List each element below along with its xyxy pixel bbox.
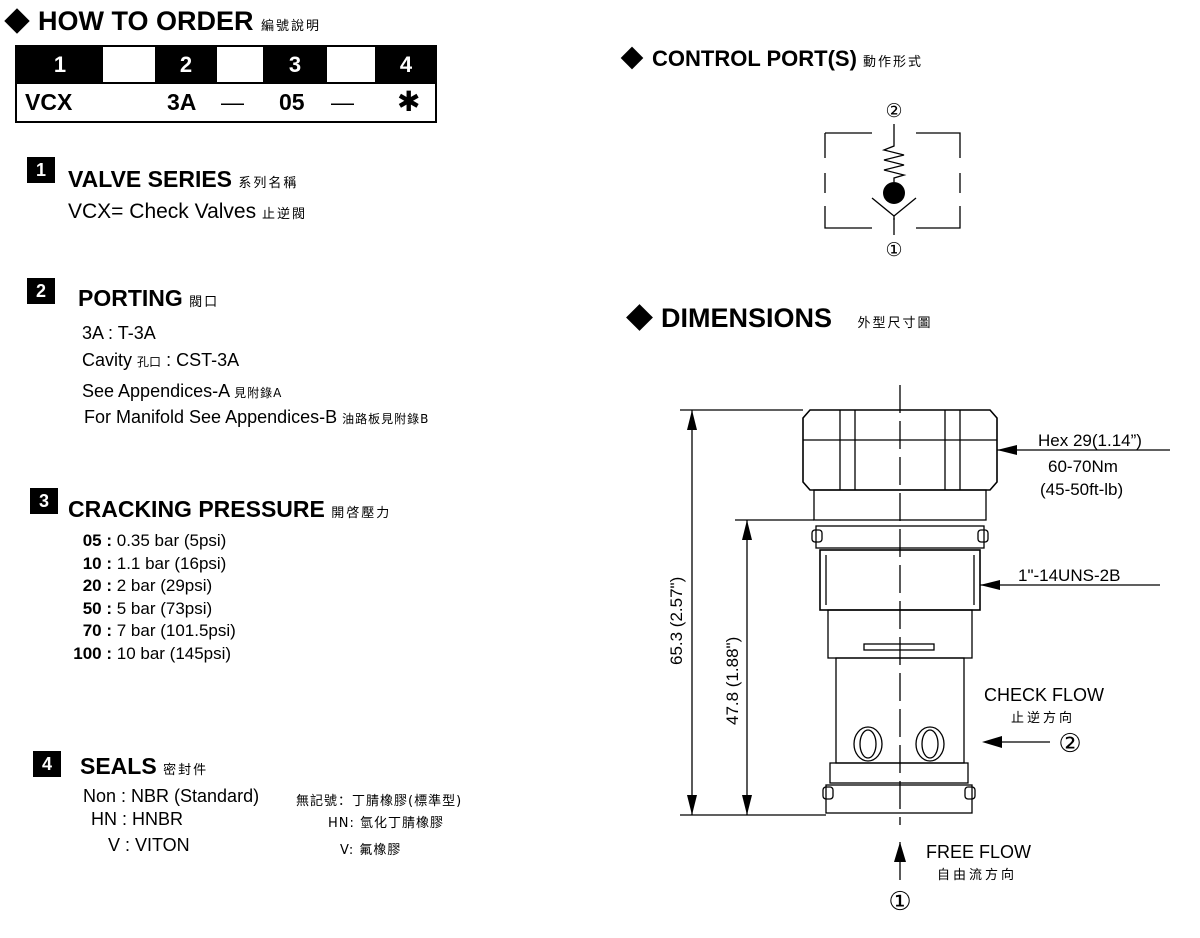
order-heading: HOW TO ORDER 編號說明 <box>4 6 322 37</box>
order-position-3: 3 <box>263 47 327 82</box>
section-title: PORTING <box>78 285 183 311</box>
pressure-value: 5 bar (73psi) <box>116 598 213 618</box>
free-flow-label: FREE FLOW <box>926 842 1031 862</box>
page-title: HOW TO ORDER <box>38 6 254 36</box>
torque-nm-label: 60-70Nm <box>1048 457 1118 476</box>
list-item: 50 : 5 bar (73psi) <box>60 598 236 621</box>
check-flow-cn-label: 止逆方向 <box>1011 710 1075 726</box>
seal-item-hnbr: HN : HNBR <box>91 809 184 829</box>
section-title-cn: 開啓壓力 <box>331 506 392 521</box>
control-port-heading: CONTROL PORT(S) 動作形式 <box>620 46 924 72</box>
order-code-box: 1 2 3 4 VCX 3A — 05 — ✱ <box>15 45 437 123</box>
pressure-code: 20 : <box>82 576 112 595</box>
list-item: 05 : 0.35 bar (5psi) <box>60 530 236 553</box>
free-flow-cn-label: 自由流方向 <box>937 867 1017 883</box>
valve-series-value: VCX= Check Valves <box>68 200 257 223</box>
seal-item-nbr: Non : NBR (Standard) <box>83 786 260 806</box>
free-flow-port-label: ① <box>888 886 911 916</box>
thread-label: 1"-14UNS-2B <box>1018 566 1120 585</box>
cracking-section: 3 <box>30 488 58 514</box>
porting-title: PORTING 閥口 <box>78 285 219 312</box>
overall-length-label: 65.3 (2.57") <box>667 577 686 665</box>
order-code-series: VCX <box>25 89 73 115</box>
valve-series-title: VALVE SERIES 系列名稱 <box>68 166 298 193</box>
check-ball-icon <box>883 182 905 204</box>
cracking-list: 05 : 0.35 bar (5psi) 10 : 1.1 bar (16psi… <box>60 530 236 665</box>
port-2-label: ② <box>885 101 902 122</box>
section-title: DIMENSIONS <box>661 303 833 333</box>
appendix-b-text: For Manifold See Appendices-B <box>84 407 338 427</box>
diamond-bullet-icon <box>626 304 653 332</box>
seals-title: SEALS 密封件 <box>80 753 208 780</box>
section-title: VALVE SERIES <box>68 166 233 192</box>
seal-item-viton-cn: V: 氟橡膠 <box>340 843 402 858</box>
porting-section: 2 <box>27 278 55 304</box>
section-title: CONTROL PORT(S) <box>652 46 857 71</box>
pressure-code: 70 : <box>82 621 112 640</box>
section-title-cn: 閥口 <box>189 295 220 310</box>
page-title-cn: 編號說明 <box>261 19 322 34</box>
dimensions-heading: DIMENSIONS 外型尺寸圖 <box>626 303 933 334</box>
list-item: 20 : 2 bar (29psi) <box>60 575 236 598</box>
pressure-code: 50 : <box>82 598 112 618</box>
valve-series-cn: 止逆閥 <box>261 207 307 222</box>
check-flow-port-label: ② <box>1058 728 1081 758</box>
cavity-cn: 孔口 <box>137 355 162 369</box>
seal-item-hnbr-cn: HN: 氫化丁腈橡膠 <box>328 816 445 831</box>
cartridge-dimension-drawing: Hex 29(1.14”) 60-70Nm (45-50ft-lb) 1"-14… <box>667 385 1170 916</box>
pressure-value: 2 bar (29psi) <box>116 576 213 595</box>
order-code-pressure: 05 <box>279 89 305 115</box>
list-item: 10 : 1.1 bar (16psi) <box>60 553 236 576</box>
seals-section: 4 <box>33 751 61 777</box>
pressure-code: 10 : <box>82 553 112 573</box>
cracking-title: CRACKING PRESSURE 開啓壓力 <box>68 496 391 523</box>
order-code-seal: ✱ <box>397 86 421 117</box>
section-number: 4 <box>33 751 61 777</box>
section-number: 3 <box>30 488 58 514</box>
seal-item-nbr-cn: 無記號：丁腈橡膠(標準型) <box>296 794 463 809</box>
order-code-dash: — <box>331 89 354 115</box>
diamond-bullet-icon <box>620 46 644 70</box>
diamond-bullet-icon <box>4 8 30 34</box>
pressure-value: 7 bar (101.5psi) <box>116 621 236 640</box>
section-title: SEALS <box>80 753 157 779</box>
check-valve-symbol: ② ① <box>824 101 961 261</box>
porting-line4: For Manifold See Appendices-B 油路板見附錄B <box>84 407 429 428</box>
section-title-cn: 密封件 <box>163 763 209 778</box>
cavity-value: : CST-3A <box>166 350 240 370</box>
valve-series-section: 1 <box>27 157 55 183</box>
porting-line1: 3A : T-3A <box>82 323 156 343</box>
pressure-value: 0.35 bar (5psi) <box>116 531 227 550</box>
valve-series-text: VCX= Check Valves 止逆閥 <box>68 200 307 224</box>
pressure-code: 05 : <box>82 531 112 550</box>
order-position-4: 4 <box>375 47 437 82</box>
appendix-a-text: See Appendices-A <box>82 381 230 401</box>
order-code-porting: 3A <box>167 89 197 115</box>
section-title-cn: 動作形式 <box>863 55 924 70</box>
torque-ftlb-label: (45-50ft-lb) <box>1040 480 1123 499</box>
pressure-code: 100 : <box>73 643 112 663</box>
appendix-b-cn: 油路板見附錄B <box>342 412 430 426</box>
list-item: 100 : 10 bar (145psi) <box>60 643 236 666</box>
list-item: 70 : 7 bar (101.5psi) <box>60 620 236 643</box>
pressure-value: 1.1 bar (16psi) <box>116 553 227 573</box>
check-flow-label: CHECK FLOW <box>984 685 1104 705</box>
section-title-cn: 外型尺寸圖 <box>857 316 933 331</box>
porting-line3: See Appendices-A 見附錄A <box>82 381 282 402</box>
section-number: 1 <box>27 157 55 183</box>
order-code-dash: — <box>221 89 244 115</box>
port-1-label: ① <box>885 240 902 261</box>
order-position-1: 1 <box>17 47 103 82</box>
order-position-2: 2 <box>155 47 217 82</box>
pressure-value: 10 bar (145psi) <box>116 643 232 663</box>
porting-line2: Cavity 孔口 : CST-3A <box>82 350 239 371</box>
seal-item-viton: V : VITON <box>108 835 190 855</box>
appendix-a-cn: 見附錄A <box>234 386 283 400</box>
section-title-cn: 系列名稱 <box>238 176 299 191</box>
section-title: CRACKING PRESSURE <box>68 496 325 522</box>
body-length-label: 47.8 (1.88") <box>723 637 742 725</box>
cavity-label: Cavity <box>82 350 133 370</box>
section-number: 2 <box>27 278 55 304</box>
hex-label: Hex 29(1.14”) <box>1038 431 1142 450</box>
